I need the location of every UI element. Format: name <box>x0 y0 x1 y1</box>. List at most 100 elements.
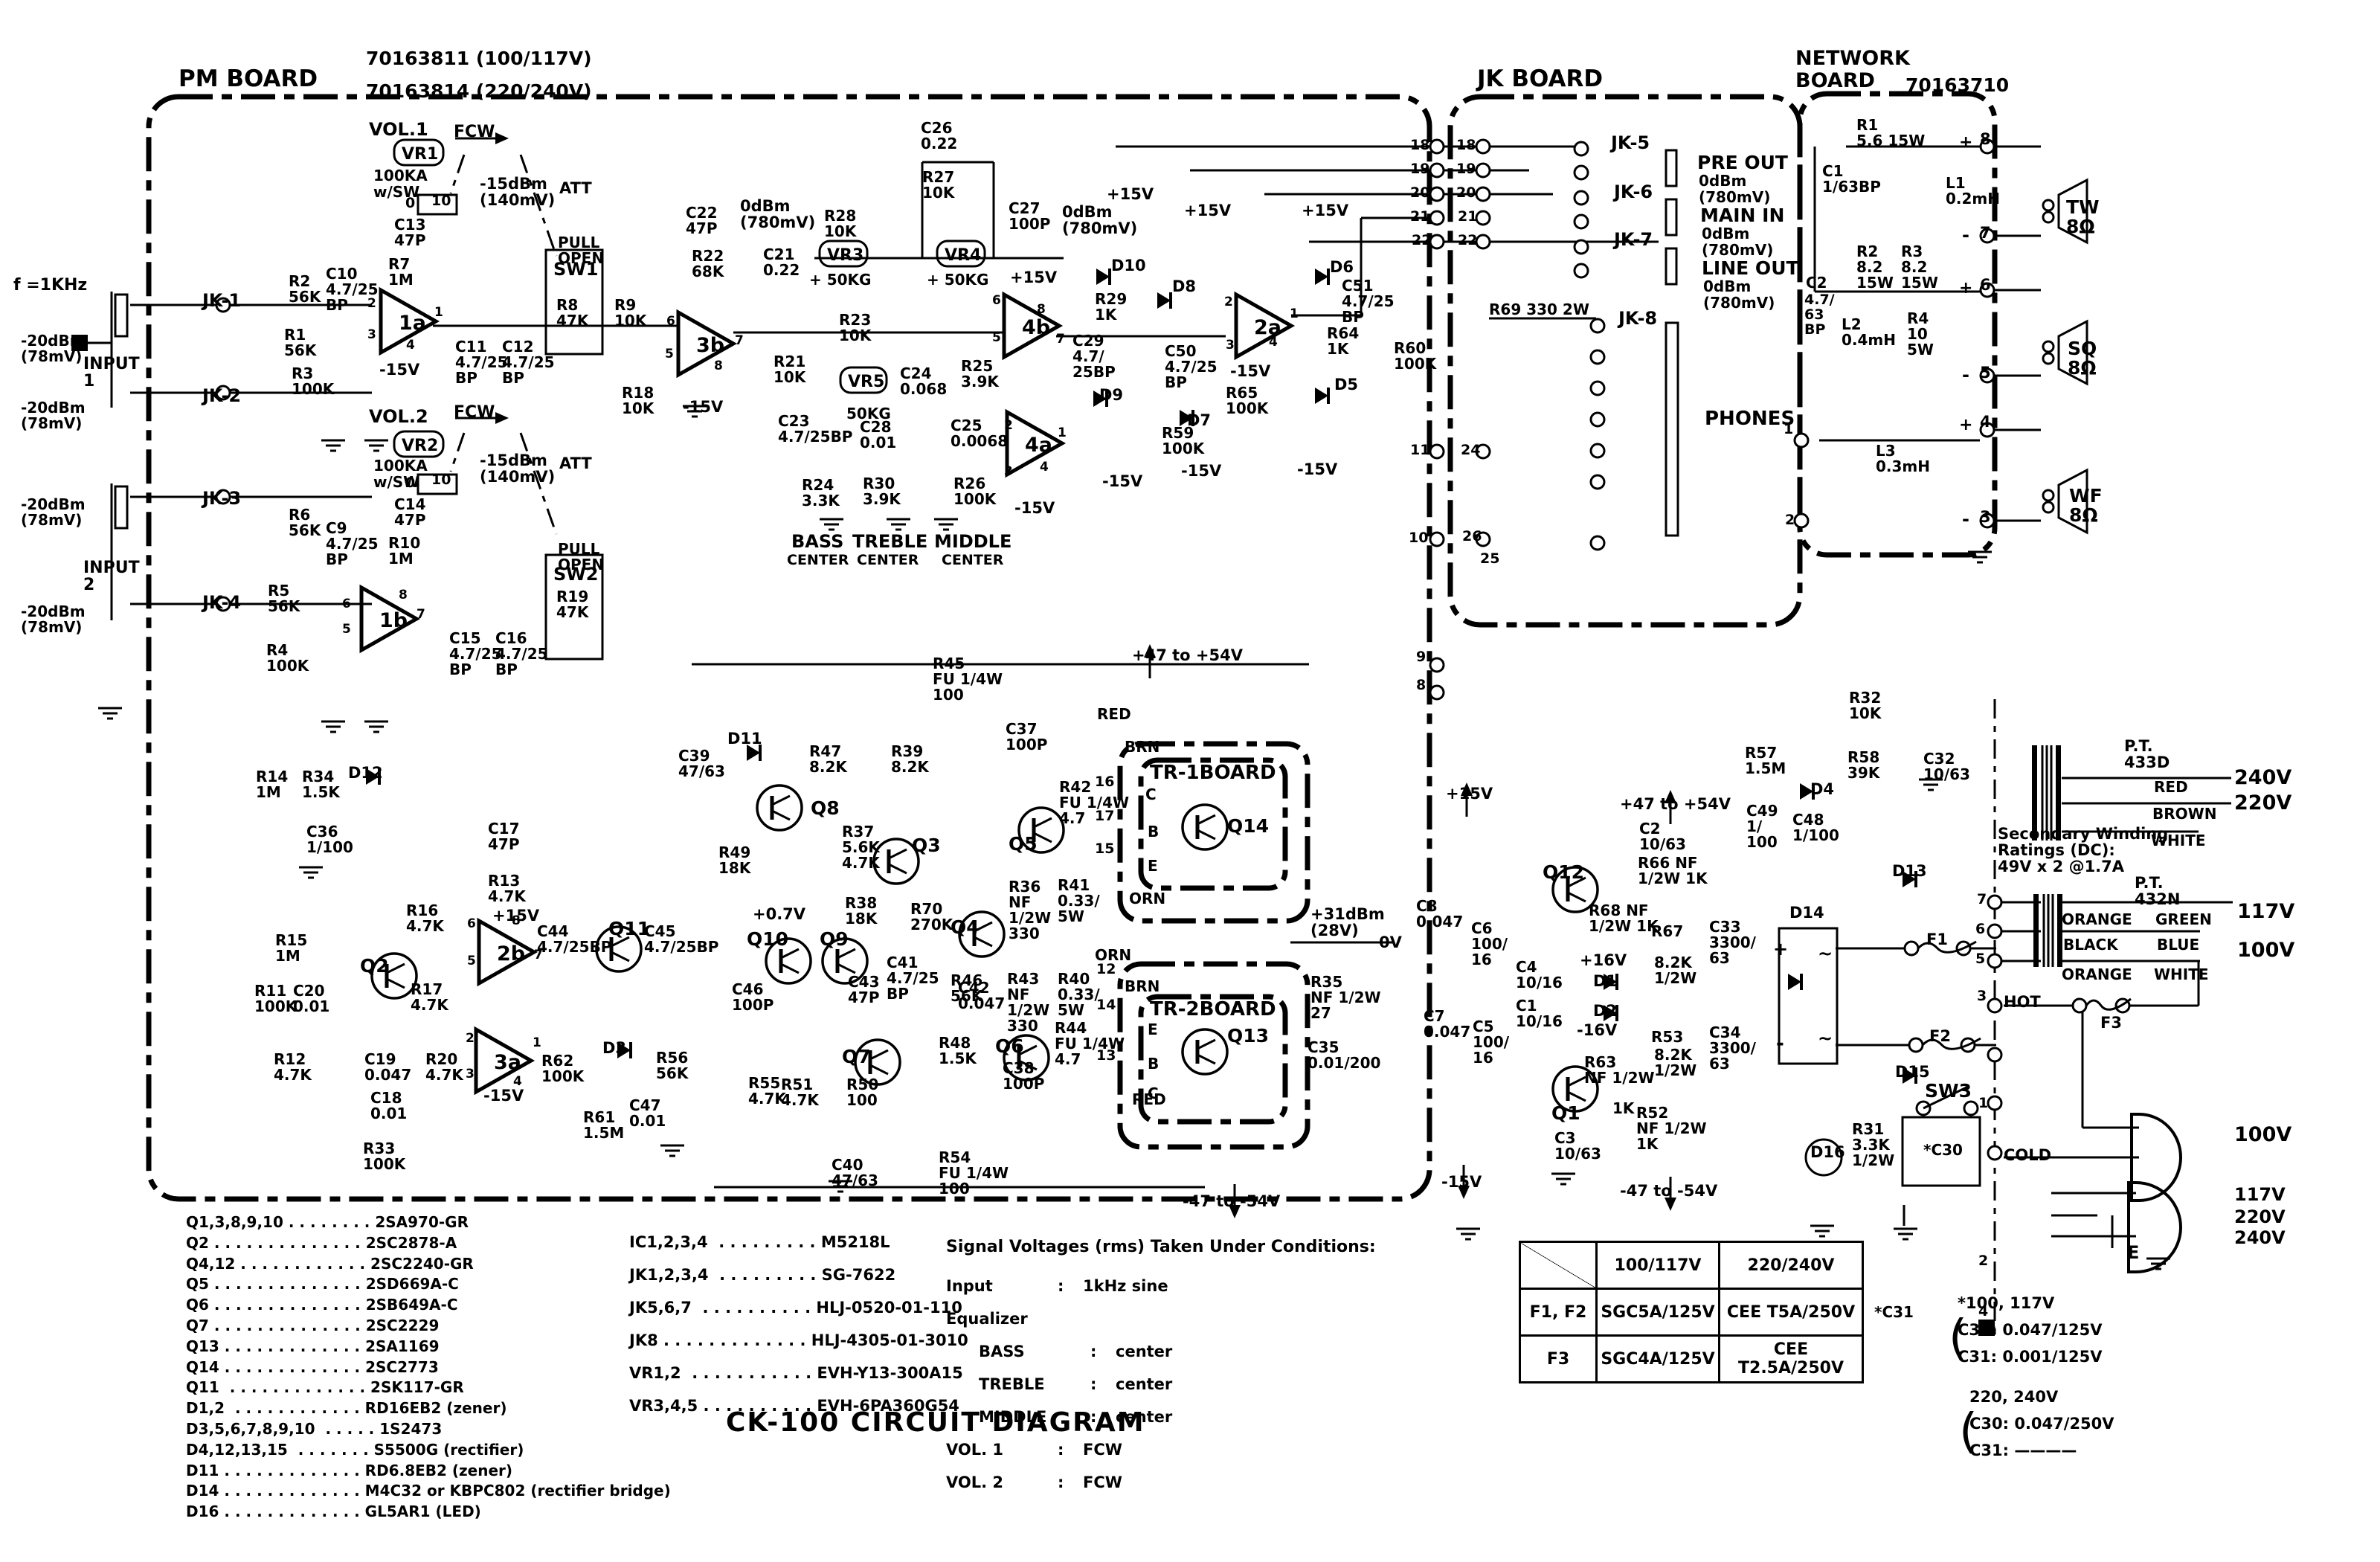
schematic-label: R44 FU 1/4W 4.7 <box>1055 1019 1125 1068</box>
schematic-label: 1 <box>1058 425 1067 440</box>
connector-pin <box>1979 282 1995 298</box>
schematic-label: 20 <box>1456 184 1476 201</box>
fuse-value: SGC4A/125V <box>1595 1334 1720 1383</box>
schematic-label: GREEN <box>2155 910 2212 928</box>
schematic-label: JK-2 <box>202 385 242 406</box>
schematic-label: 2 <box>1004 418 1013 433</box>
transistor-icon <box>595 925 643 973</box>
schematic-label: 2 <box>1978 1253 1989 1269</box>
schematic-label: R46 56K <box>951 971 983 1005</box>
signal-condition-row: BASS:center <box>946 1343 1376 1360</box>
schematic-label: ATT <box>559 179 592 197</box>
schematic-label: -15V <box>1102 472 1143 490</box>
schematic-label: C45 4.7/25BP <box>644 922 719 956</box>
schematic-label: D5 <box>1334 376 1359 393</box>
schematic-label: C37 100P <box>1006 720 1048 753</box>
schematic-label: R38 18K <box>845 894 878 928</box>
schematic-label: R27 10K <box>922 168 955 202</box>
schematic-label: 13 <box>1096 1047 1116 1064</box>
opamp-label: 1b <box>379 609 408 632</box>
schematic-label: 21 <box>1410 208 1430 225</box>
schematic-label: + 50KG <box>809 271 872 289</box>
diode-icon <box>1604 1005 1617 1021</box>
transistor-icon <box>370 952 418 1000</box>
schematic-label: R17 4.7K <box>411 980 448 1014</box>
schematic-label: Q8 <box>811 797 840 819</box>
schematic-label: R25 3.9K <box>961 357 999 390</box>
signal-condition-text: center <box>1116 1375 1173 1393</box>
schematic-label: D15 <box>1895 1063 1930 1081</box>
schematic-label: 1 <box>1978 1095 1989 1111</box>
schematic-label: R20 4.7K <box>425 1050 463 1084</box>
schematic-label: SW1 <box>553 259 599 280</box>
network-part-number: 70163710 <box>1905 74 2010 96</box>
schematic-label: FCW <box>454 403 495 422</box>
connector-pin <box>1589 318 1606 334</box>
parts-list-entry: D11 . . . . . . . . . . . . . RD6.8EB2 (… <box>186 1461 513 1479</box>
schematic-label: INPUT 1 <box>83 355 140 391</box>
dashed-wire <box>449 432 466 472</box>
schematic-label: JK-4 <box>202 592 242 613</box>
schematic-label: ~ <box>1818 943 1833 964</box>
opamp-icon <box>1005 408 1067 478</box>
schematic-label: BRN <box>1125 738 1160 756</box>
network-board-title: NETWORK BOARD <box>1795 47 1910 92</box>
parts-list-entry: Q1,3,8,9,10 . . . . . . . . 2SA970-GR <box>186 1213 469 1231</box>
connector-pin <box>1573 141 1589 157</box>
schematic-label: VR3 <box>827 246 864 265</box>
signal-condition-text: : <box>1058 1277 1064 1295</box>
opamp-label: 4a <box>1025 434 1052 457</box>
schematic-label: 10 <box>1409 530 1429 546</box>
schematic-label: R70 270K <box>910 900 953 933</box>
parts-list-entry: Q14 . . . . . . . . . . . . . 2SC2773 <box>186 1357 439 1376</box>
schematic-label: R10 1M <box>388 534 421 568</box>
schematic-label: R14 1M <box>256 768 289 801</box>
schematic-label: C7 0.047 <box>1424 1007 1471 1041</box>
component-box <box>544 248 604 356</box>
schematic-label: C40 47/63 <box>832 1156 878 1189</box>
speaker-icon <box>2042 199 2055 212</box>
schematic-label: R69 330 2W <box>1489 300 1589 318</box>
schematic-label: 18 <box>1456 137 1476 153</box>
schematic-label: 5 <box>1980 364 1991 382</box>
led-indicator <box>1804 1138 1843 1177</box>
schematic-label: R12 4.7K <box>274 1050 312 1084</box>
schematic-label: 8 <box>1416 677 1427 693</box>
schematic-label: R1 5.6 15W <box>1856 116 1926 150</box>
schematic-label: 9 <box>1416 649 1427 665</box>
schematic-label: F1 <box>1926 931 1948 948</box>
transistor-icon <box>756 784 803 832</box>
speaker-icon <box>2042 210 2055 224</box>
schematic-label: 7 <box>1977 891 1987 907</box>
transistor-icon <box>1197 1038 1216 1050</box>
board-outline <box>1117 961 1310 1150</box>
connector-pin <box>1979 422 1995 438</box>
schematic-label: C21 0.22 <box>763 245 800 279</box>
schematic-label: 5 <box>1975 951 1986 967</box>
schematic-label: 1 <box>1290 306 1299 321</box>
schematic-label: R19 47K <box>556 588 589 621</box>
schematic-label: C44 4.7/25BP <box>537 922 612 956</box>
schematic-label: -15V <box>483 1087 524 1105</box>
schematic-label: R9 10K <box>614 296 647 330</box>
schematic-label: w/SW <box>373 183 420 201</box>
signal-condition-row: VOL. 1:FCW <box>946 1441 1376 1459</box>
schematic-label: R51 4.7K <box>781 1076 819 1109</box>
transistor-icon <box>869 1049 889 1061</box>
connector-pin <box>1475 443 1491 460</box>
solid-bar <box>2056 745 2061 841</box>
schematic-label: R55 4.7K <box>748 1074 786 1108</box>
schematic-label: R68 NF 1/2W 1K <box>1589 901 1659 935</box>
connector-pin <box>1793 432 1810 449</box>
schematic-label: 19 <box>1410 161 1430 177</box>
schematic-label: C5 100/ 16 <box>1473 1018 1510 1067</box>
schematic-label: 0dBm (780mV) <box>1062 203 1138 238</box>
parts-list-entry: Q5 . . . . . . . . . . . . . . 2SD669A-C <box>186 1275 459 1293</box>
schematic-label: VOL.1 <box>369 119 428 140</box>
fcw-arrow <box>495 412 509 424</box>
connector-pin <box>1573 239 1589 255</box>
connector-pin <box>1987 923 2003 939</box>
solid-bar <box>71 335 88 351</box>
note-line: C30: 0.047/125V <box>1958 1321 2103 1339</box>
